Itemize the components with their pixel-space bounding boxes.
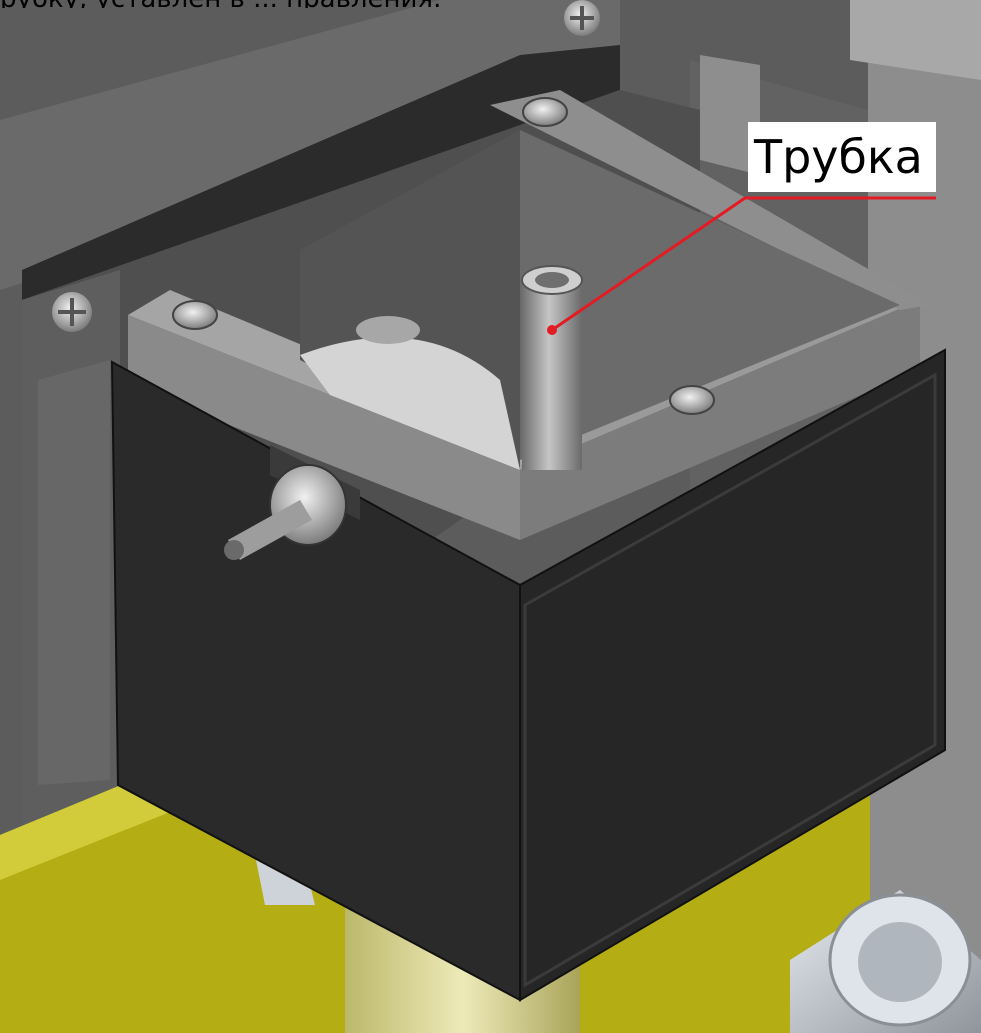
housing-right-face xyxy=(519,348,946,1002)
callout-anchor-dot xyxy=(547,325,557,335)
frame-inside-right xyxy=(520,130,900,460)
frame-front-right xyxy=(520,300,920,540)
callout-leader-line xyxy=(551,196,936,332)
fitting-nipple xyxy=(228,500,312,560)
screw-left-slot xyxy=(58,298,86,326)
right-top-frame xyxy=(850,0,981,80)
frame-front-left xyxy=(128,315,520,540)
callout-label: Трубка xyxy=(748,122,936,192)
tube-bore xyxy=(535,272,569,288)
frame-back-right xyxy=(490,90,930,310)
fitting-nipple-end xyxy=(224,540,244,560)
pump-nut xyxy=(356,316,420,344)
left-slot xyxy=(38,360,110,785)
right-bracket xyxy=(700,55,760,175)
side-cylinder-bore xyxy=(858,922,942,1002)
washer-right xyxy=(669,385,715,415)
housing-right-bevel xyxy=(523,372,937,988)
back-panel-edge xyxy=(22,45,620,300)
screw-top-slot xyxy=(570,6,594,30)
washer-back xyxy=(522,97,568,127)
washer-left xyxy=(172,300,218,330)
top-caption: рубку, уставлен в ... правления. xyxy=(0,0,600,8)
tube xyxy=(522,280,582,470)
pump-disc xyxy=(300,337,520,470)
